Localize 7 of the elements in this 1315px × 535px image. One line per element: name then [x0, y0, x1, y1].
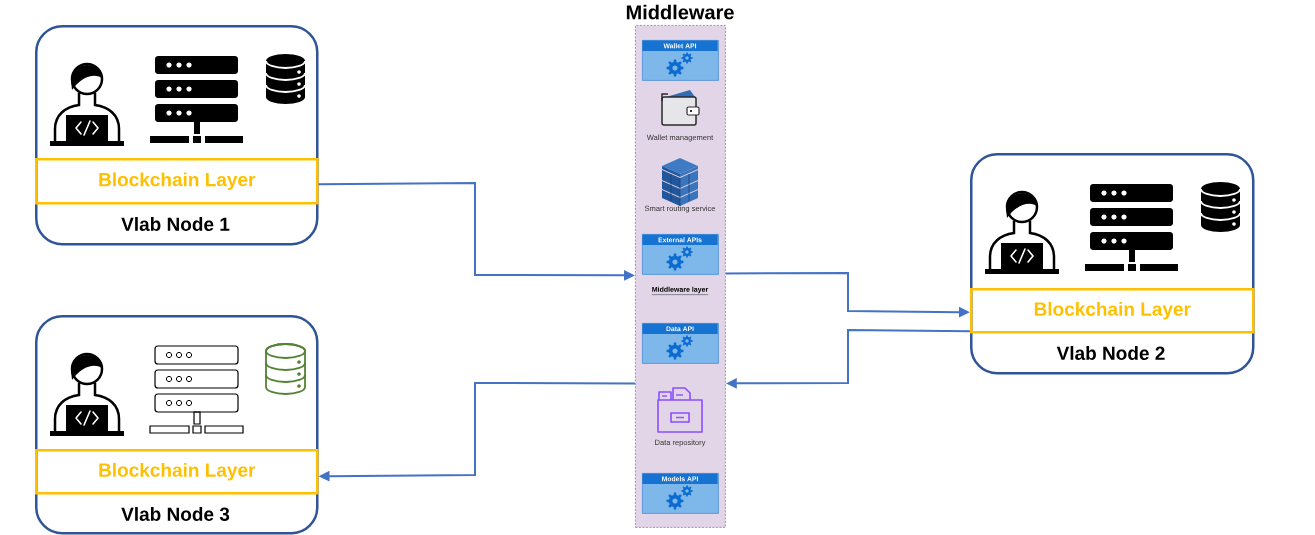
heading: Middleware	[626, 4, 734, 20]
layer-box: Blockchain Layer	[35, 158, 319, 205]
layer-box: Blockchain Layer	[35, 449, 319, 495]
node-title: Vlab Node 3	[121, 507, 230, 521]
layer-box: Blockchain Layer	[970, 288, 1255, 334]
node-title: Vlab Node 1	[121, 217, 230, 231]
node-title: Vlab Node 2	[1056, 346, 1165, 360]
